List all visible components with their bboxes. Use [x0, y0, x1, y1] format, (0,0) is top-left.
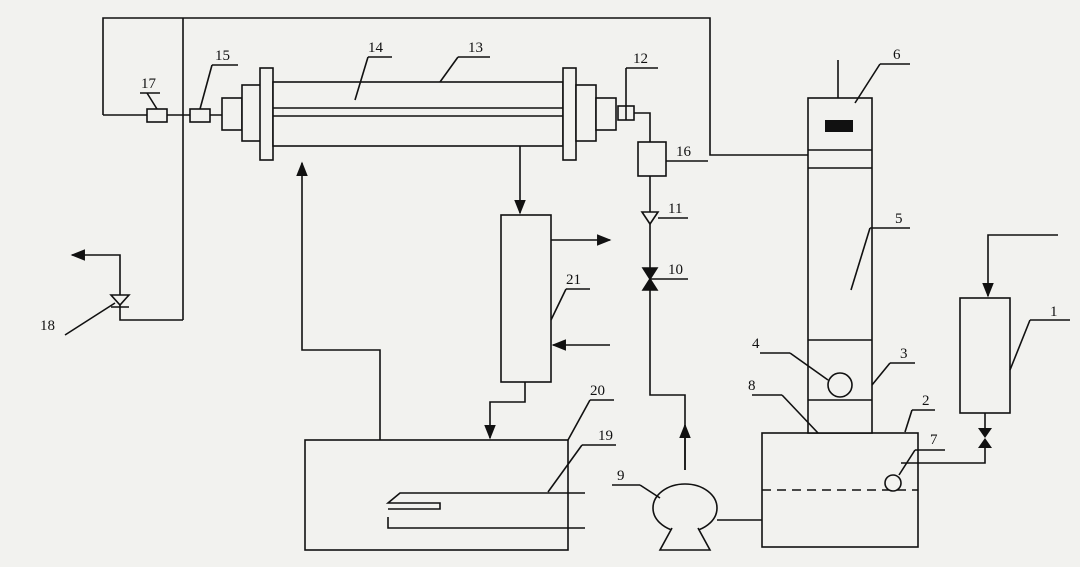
element-4 — [827, 372, 853, 398]
label-10: 10 — [668, 262, 683, 278]
label-16: 16 — [676, 144, 692, 160]
label-12: 12 — [633, 51, 648, 67]
feed-to-vessel-1 — [982, 234, 1058, 298]
leader-lines — [64, 56, 1070, 499]
tank20-to-module-arrow — [296, 161, 381, 440]
pump-to-valve-line — [649, 290, 686, 470]
line-7-to-valve — [901, 447, 986, 464]
pump-9 — [652, 483, 718, 551]
label-2: 2 — [922, 393, 930, 409]
label-8: 8 — [748, 378, 756, 394]
label-15: 15 — [215, 48, 230, 64]
label-5: 5 — [895, 211, 903, 227]
heat-exchanger-21 — [500, 214, 552, 383]
label-17: 17 — [141, 76, 157, 92]
line-to-16 — [634, 112, 651, 142]
number-labels: 1 2 3 4 5 6 7 8 9 10 11 12 13 14 15 16 1… — [40, 40, 1058, 484]
label-20: 20 — [590, 383, 605, 399]
top-return-line — [102, 17, 808, 156]
vessel-1 — [959, 297, 1011, 414]
label-4: 4 — [752, 336, 760, 352]
element-6 — [825, 120, 853, 132]
element-19-bottom — [387, 517, 585, 529]
label-7: 7 — [930, 432, 938, 448]
valve-10 — [641, 267, 659, 291]
label-13: 13 — [468, 40, 483, 56]
tank-20 — [304, 439, 569, 551]
column — [807, 97, 873, 434]
hx-to-tank20-arrow — [484, 382, 526, 440]
label-19: 19 — [598, 428, 613, 444]
label-21: 21 — [566, 272, 581, 288]
membrane-module — [221, 67, 617, 161]
sensor-15 — [189, 108, 211, 123]
element-19-top — [385, 492, 585, 510]
label-6: 6 — [893, 47, 901, 63]
valve-1 — [978, 428, 992, 448]
check-valve-18 — [109, 294, 131, 308]
label-1: 1 — [1050, 304, 1058, 320]
label-14: 14 — [368, 40, 384, 56]
component-16 — [637, 141, 667, 177]
float-7 — [884, 474, 902, 492]
reducer-11 — [640, 211, 660, 226]
label-11: 11 — [668, 201, 682, 217]
label-3: 3 — [900, 346, 908, 362]
drain-line-to-valve — [119, 305, 183, 321]
label-18: 18 — [40, 318, 55, 334]
label-9: 9 — [617, 468, 625, 484]
sensor-17 — [146, 108, 168, 123]
drain-outlet-arrow — [70, 249, 121, 295]
